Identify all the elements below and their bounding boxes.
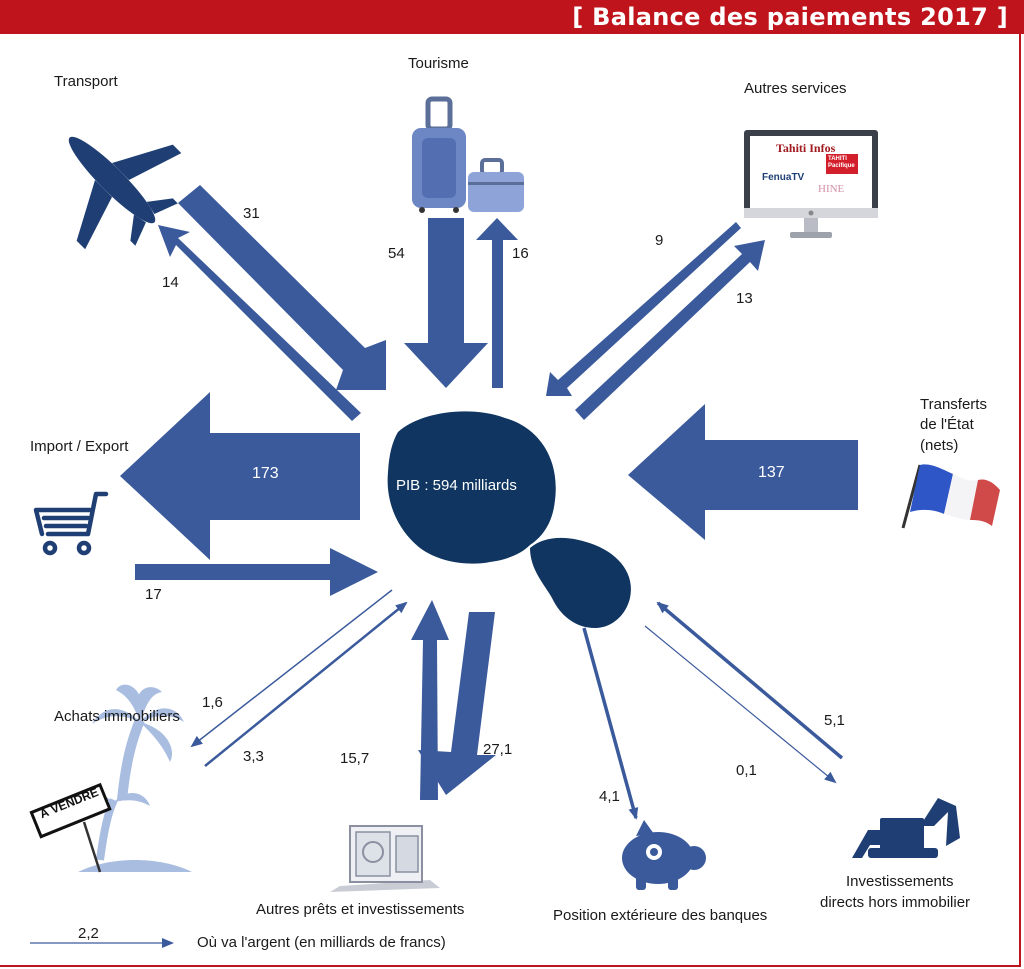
tourisme-label: Tourisme [408,55,469,72]
banques-outflow-arrow [582,627,639,820]
transport-in-value: 14 [162,274,179,291]
transferts-label-line2: de l'État [920,416,974,433]
legend-value: 2,2 [78,925,99,942]
airplane-icon [68,136,182,250]
header-bar: [ Balance des paiements 2017 ] [0,0,1024,34]
transport-out-value: 31 [243,205,260,222]
invest-out-value: 0,1 [736,762,757,779]
shopping-cart-icon [33,491,109,556]
transport-label: Transport [54,73,118,90]
services-out-value: 9 [655,232,664,249]
position-banques-label: Position extérieure des banques [553,907,768,924]
import-export-label: Import / Export [30,438,129,455]
content-frame [0,34,1021,967]
invest-inflow-arrow [656,601,844,760]
tourisme-inflow-arrow [476,218,518,388]
luggage-icon [412,96,524,213]
excavator-icon [852,798,960,858]
piggy-bank-icon [622,820,706,890]
transferts-label-line3: (nets) [920,437,959,454]
transferts-inflow-arrow [628,404,858,540]
tahiti-island-map [387,411,631,628]
prets-inflow-arrow [411,600,449,800]
tourisme-in-value: 16 [512,245,529,262]
immobilier-in-value: 3,3 [243,748,264,765]
investissements-label-line2: directs hors immobilier [820,894,971,911]
autres-prets-label: Autres prêts et investissements [256,901,465,918]
services-inflow-arrow [575,240,765,420]
pib-label: PIB : 594 milliards [396,477,517,494]
prets-outflow-arrow [418,612,496,795]
achats-immobiliers-label: Achats immobiliers [54,708,180,725]
hine-logo: HINE [818,183,845,195]
immobilier-outflow-arrow [190,589,393,748]
fenua-tv-logo: FenuaTV [762,172,805,183]
legend-text: Où va l'argent (en milliards de francs) [197,934,446,951]
services-in-value: 13 [736,290,753,307]
tahiti-infos-logo: Tahiti Infos [776,141,836,155]
immobilier-inflow-arrow [204,601,408,767]
autres-services-label: Autres services [744,80,847,97]
immobilier-out-value: 1,6 [202,694,223,711]
import-in-value: 17 [145,586,162,603]
french-flag-icon [901,464,1000,529]
import-out-value: 173 [252,465,279,482]
import-outflow-arrow [120,392,360,560]
safe-icon [330,825,440,892]
tourisme-outflow-arrow [404,218,488,388]
transferts-label-line1: Transferts [920,396,987,413]
banques-out-value: 4,1 [599,788,620,805]
investissements-label-line1: Investissements [846,873,954,890]
page-title: [ Balance des paiements 2017 ] [572,3,1008,31]
tourisme-out-value: 54 [388,245,405,262]
palm-tree-icon [29,684,192,873]
monitor-icon [744,130,878,238]
tahiti-pacifique-logo: TAHITI Pacifique [828,156,855,169]
invest-in-value: 5,1 [824,712,845,729]
prets-in-value: 15,7 [340,750,370,767]
invest-outflow-arrow [644,625,837,784]
transport-outflow-arrow [178,185,386,390]
import-inflow-arrow [135,548,378,596]
transferts-in-value: 137 [758,464,785,481]
services-outflow-arrow [546,222,741,396]
prets-out-value: 27,1 [483,741,513,758]
transport-inflow-arrow [158,225,361,421]
